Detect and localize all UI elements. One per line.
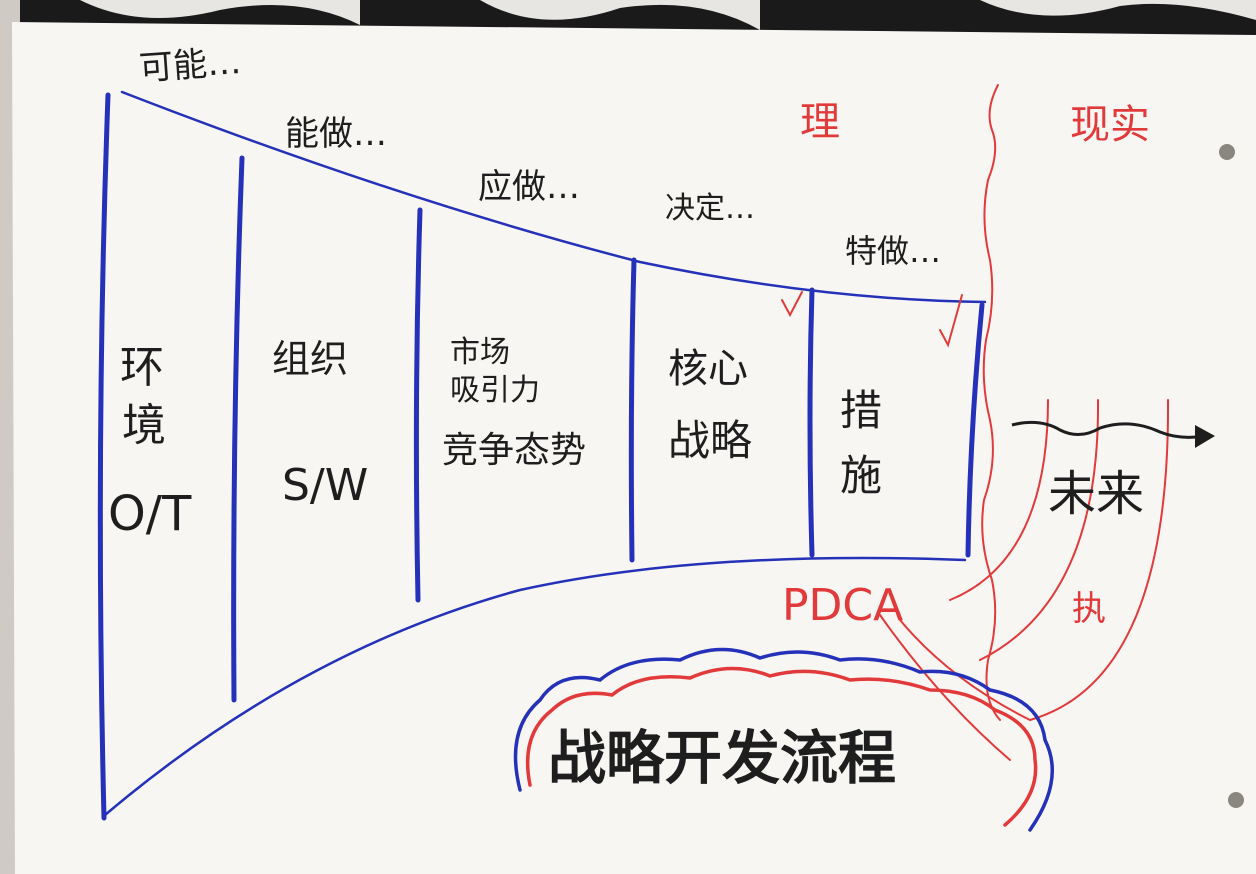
column-market-line2: 吸引力 bbox=[450, 373, 540, 408]
cloud-title: 战略开发流程 bbox=[548, 724, 896, 792]
funnel-left-edge bbox=[97, 92, 111, 821]
funnel-columns: 环 境 O/T 组织 S/W 市场 吸引力 竞争态势 核心 战略 措 施 bbox=[108, 335, 882, 542]
arrow-curve-1 bbox=[949, 399, 1049, 601]
check-mark-1 bbox=[781, 291, 803, 318]
column-core-strategy-line2: 战略 bbox=[668, 416, 752, 465]
title-cloud: 战略开发流程 bbox=[513, 647, 1055, 832]
column-core-strategy: 核心 战略 bbox=[668, 346, 752, 465]
column-market-line1: 市场 bbox=[450, 335, 510, 370]
red-annotations bbox=[781, 84, 1170, 761]
label-execute: 执 bbox=[1072, 589, 1106, 629]
diag-line-2 bbox=[879, 614, 1011, 761]
label-future: 未来 bbox=[1048, 466, 1144, 522]
future-arrow: 未来 bbox=[1011, 420, 1215, 522]
column-organization-line1: 组织 bbox=[272, 337, 348, 381]
red-labels: 理 现实 PDCA 执 bbox=[782, 99, 1150, 631]
paper-sheet bbox=[12, 22, 1256, 874]
column-measures: 措 施 bbox=[840, 386, 882, 500]
funnel-diagram bbox=[97, 90, 987, 821]
label-decide: 决定… bbox=[665, 191, 755, 226]
column-environment: 环 境 O/T bbox=[108, 342, 192, 542]
stage-labels: 可能… 能做… 应做… 决定… 特做… bbox=[138, 42, 941, 270]
punch-hole-bottom bbox=[1228, 792, 1244, 808]
divider-1 bbox=[231, 155, 245, 703]
check-mark-2 bbox=[939, 294, 963, 348]
future-arrow-line bbox=[1011, 420, 1206, 439]
label-special: 特做… bbox=[845, 232, 941, 270]
column-measures-line1: 措 bbox=[840, 386, 882, 435]
divider-2 bbox=[413, 207, 423, 603]
label-ideal: 理 bbox=[800, 99, 840, 145]
funnel-top-curve bbox=[120, 90, 987, 304]
column-environment-line1: 环 bbox=[120, 342, 164, 393]
funnel-right-edge bbox=[965, 302, 985, 558]
column-organization-line2: S/W bbox=[282, 460, 368, 511]
column-market: 市场 吸引力 竞争态势 bbox=[442, 335, 586, 471]
label-can-do: 能做… bbox=[285, 114, 387, 154]
divider-4 bbox=[807, 287, 815, 558]
divider-wavy-red-line bbox=[981, 84, 1001, 721]
column-environment-line2: 境 bbox=[122, 400, 166, 451]
label-reality: 现实 bbox=[1070, 102, 1150, 148]
label-possible: 可能… bbox=[138, 42, 243, 89]
cloud-outline-blue bbox=[513, 647, 1055, 832]
cloud-outline-red bbox=[525, 666, 1038, 827]
arrow-curve-3 bbox=[1029, 399, 1170, 721]
divider-3 bbox=[628, 257, 637, 563]
label-should-do: 应做… bbox=[478, 167, 580, 207]
future-arrow-head bbox=[1195, 425, 1215, 448]
punch-hole-top bbox=[1219, 144, 1235, 160]
column-environment-line3: O/T bbox=[108, 486, 192, 542]
label-pdca: PDCA bbox=[782, 580, 903, 631]
column-measures-line2: 施 bbox=[840, 451, 882, 500]
funnel-bottom-curve bbox=[103, 556, 967, 817]
column-core-strategy-line1: 核心 bbox=[668, 346, 748, 392]
column-organization: 组织 S/W bbox=[272, 337, 368, 511]
arrow-curve-2 bbox=[979, 399, 1100, 661]
column-market-line3: 竞争态势 bbox=[442, 430, 586, 471]
